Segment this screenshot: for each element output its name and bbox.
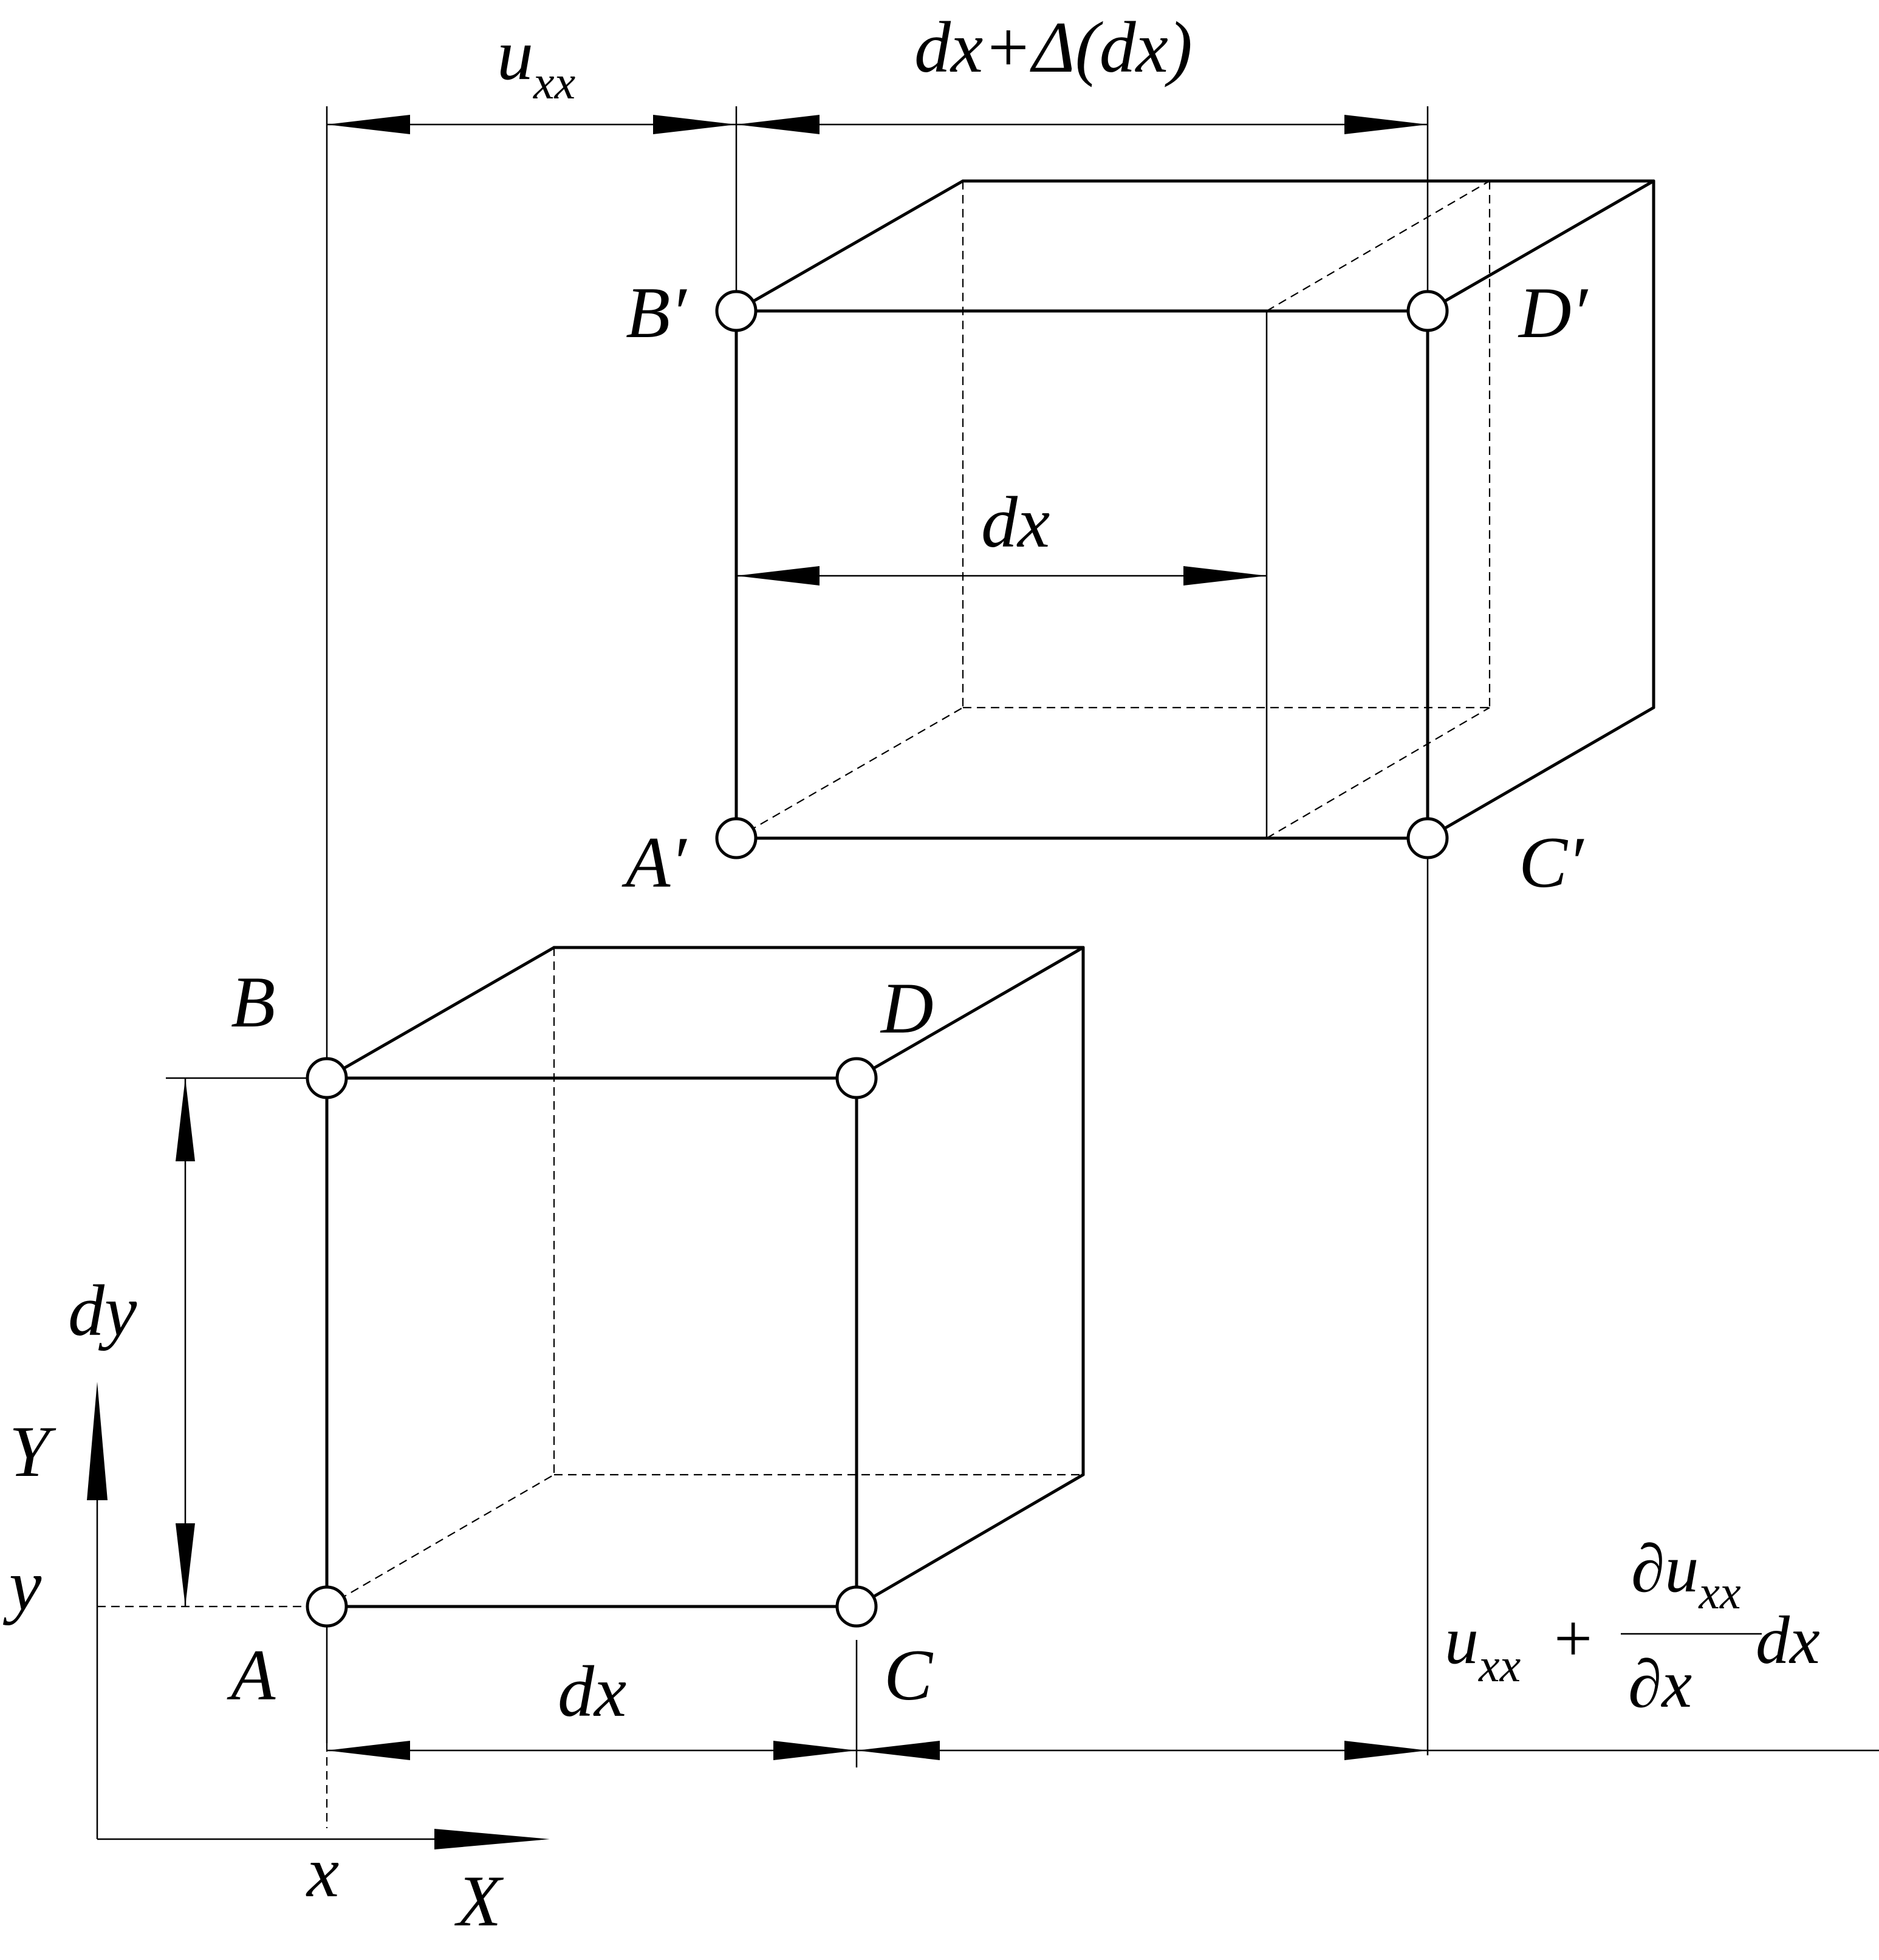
formula-u: uxx [1445, 1603, 1521, 1692]
label-axis-y-lower: y [2, 1545, 42, 1625]
axes [87, 1382, 550, 1849]
node-d-prime [1406, 290, 1449, 332]
label-axis-x-upper: X [454, 1860, 504, 1941]
label-uxx: uxx [497, 14, 576, 109]
dim-dxdelta-arrow-left [736, 115, 820, 134]
dim-uxx-arrow-right [653, 115, 736, 134]
node-c [835, 1585, 878, 1628]
edge-c-bottom [855, 1473, 1085, 1608]
label-dy: dy [68, 1270, 137, 1351]
formula-plus: + [1554, 1601, 1592, 1676]
original-cube [325, 946, 1085, 1608]
formula-dx: dx [1756, 1603, 1820, 1678]
dim-inner-dx-arrow-left [736, 566, 820, 586]
dim-dxdelta-arrow-right [1344, 115, 1428, 134]
dim-bottom-uxx-arrow-left [857, 1741, 940, 1760]
dim-inner-dx-arrow-right [1183, 566, 1267, 586]
extension-lines [97, 106, 1879, 1828]
label-point-c-prime: C′ [1519, 822, 1584, 903]
label-bottom-dx: dx [558, 1651, 626, 1732]
y-axis-arrowhead [87, 1382, 108, 1500]
label-point-a-prime: A′ [621, 822, 687, 903]
node-b-prime [715, 290, 758, 332]
label-point-b-prime: B′ [626, 272, 687, 353]
label-point-b: B [231, 961, 275, 1042]
label-point-c: C [884, 1634, 934, 1715]
orig-cube-bottom-edge [1266, 707, 1490, 839]
edge-b-top [325, 946, 556, 1080]
hidden-aprime [736, 707, 963, 839]
dim-bottom-dx-arrow-right [773, 1741, 857, 1760]
edge-dprime-top [1426, 179, 1655, 313]
dim-uxx-arrow-left [327, 115, 410, 134]
dimension-lines [176, 115, 1428, 1760]
dim-bottom-dx-arrow-left [327, 1741, 410, 1760]
label-inner-dx: dx [981, 482, 1050, 562]
front-face-prime [734, 309, 1429, 840]
edge-cprime-bottom [1426, 706, 1655, 840]
hidden-edge-a [326, 1474, 555, 1607]
edge-bprime-top [734, 179, 965, 313]
node-c-prime [1406, 817, 1449, 859]
dim-bottom-uxx-arrow-right [1344, 1741, 1428, 1760]
labels: uxx dx+Δ(dx) dx dy dx B′ D′ A′ C′ B D A … [2, 7, 1820, 1941]
formula-uxx-plus-derivative: uxx + ∂uxx ∂x dx [1445, 1531, 1820, 1722]
node-b [306, 1057, 348, 1099]
label-point-d: D [880, 968, 934, 1048]
label-axis-y-upper: Y [9, 1411, 56, 1492]
node-d [835, 1057, 878, 1099]
node-a [306, 1585, 348, 1628]
x-axis-arrowhead [434, 1829, 550, 1849]
label-dx-plus-delta: dx+Δ(dx) [914, 7, 1193, 87]
orig-cube-top-edge [1266, 180, 1490, 312]
label-point-a: A [227, 1634, 276, 1715]
front-face [325, 1076, 858, 1608]
edge-d-top [855, 946, 1085, 1080]
dim-dy-arrow-top [176, 1078, 195, 1161]
formula-denominator: ∂x [1628, 1647, 1692, 1722]
node-a-prime [715, 817, 758, 859]
label-point-d-prime: D′ [1518, 272, 1589, 353]
deformed-cube [734, 179, 1655, 840]
dim-dy-arrow-bottom [176, 1523, 195, 1607]
nodes [306, 290, 1449, 1628]
label-axis-x-lower: x [306, 1831, 339, 1912]
formula-numerator: ∂uxx [1631, 1531, 1741, 1619]
